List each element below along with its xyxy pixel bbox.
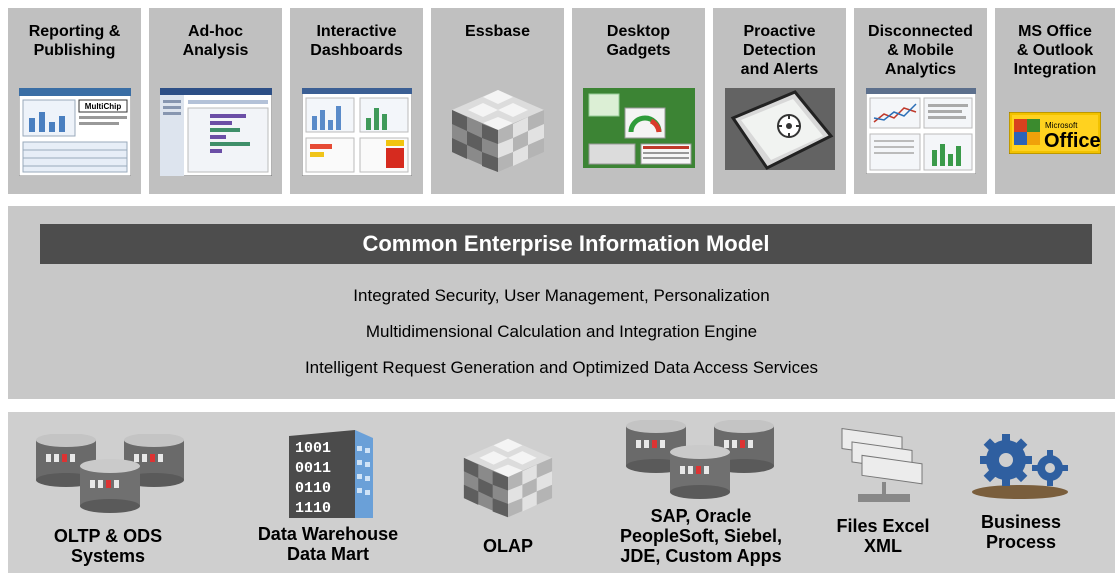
tile-label: MS Office & Outlook Integration [1013, 23, 1097, 78]
building-icon: 1001 0011 0110 1110 [289, 430, 373, 518]
report-logo-text: MultiChip [84, 102, 121, 111]
database-cluster-icon [36, 434, 184, 513]
service-line: Integrated Security, User Management, Pe… [353, 286, 770, 305]
tile-ms-office-outlook: MS Office & Outlook Integration Microsof… [995, 8, 1115, 194]
cube-icon [463, 438, 553, 518]
tile-label: Proactive Detection and Alerts [740, 23, 819, 78]
binary-row: 0110 [295, 480, 331, 497]
analysis-screenshot-icon [159, 88, 272, 176]
files-icon [841, 427, 923, 502]
binary-row: 1001 [295, 440, 331, 457]
tile-adhoc-analysis: Ad-hoc Analysis [149, 8, 282, 194]
cube-icon [451, 90, 544, 172]
tile-label: Desktop Gadgets [606, 23, 671, 59]
tile-label: Disconnected & Mobile Analytics [868, 23, 973, 78]
source-oltp-ods: OLTP & ODS Systems [28, 412, 188, 573]
tile-essbase: Essbase [431, 8, 564, 194]
gears-icon [972, 434, 1068, 499]
service-line: Multidimensional Calculation and Integra… [365, 322, 758, 341]
source-label: OLAP [482, 536, 533, 556]
data-sources-panel: OLTP & ODS Systems 1001 0011 0110 1110 D… [8, 412, 1115, 573]
tile-interactive-dashboards: Interactive Dashboards [290, 8, 423, 194]
source-label: SAP, Oracle PeopleSoft, Siebel, JDE, Cus… [619, 506, 783, 566]
pda-photo-icon [724, 88, 835, 170]
tile-label: Interactive Dashboards [310, 23, 403, 59]
source-label: OLTP & ODS Systems [53, 526, 163, 566]
source-olap: OLAP [448, 412, 568, 573]
binary-row: 0011 [295, 460, 331, 477]
tile-disconnected-mobile-analytics: Disconnected & Mobile Analytics [854, 8, 987, 194]
capabilities-row: Reporting & Publishing MultiChip Ad-hoc … [8, 8, 1115, 194]
dashboard-screenshot-icon [301, 88, 412, 176]
source-files: Files Excel XML [818, 412, 948, 573]
source-label: Data Warehouse Data Mart [257, 524, 399, 564]
source-label: Files Excel XML [836, 516, 930, 556]
gadget-screenshot-icon [582, 88, 695, 168]
mobile-screenshot-icon [865, 88, 976, 174]
office-logo-small-text: Microsoft [1045, 121, 1078, 130]
report-screenshot-icon: MultiChip [18, 88, 131, 176]
office-logo-icon: Microsoft Office [1009, 112, 1101, 154]
tile-label: Essbase [465, 23, 530, 40]
tile-desktop-gadgets: Desktop Gadgets [572, 8, 705, 194]
tile-label: Reporting & Publishing [28, 23, 121, 59]
model-title: Common Enterprise Information Model [40, 224, 1092, 264]
service-line: Intelligent Request Generation and Optim… [304, 358, 819, 377]
source-enterprise-apps: SAP, Oracle PeopleSoft, Siebel, JDE, Cus… [606, 412, 796, 573]
source-data-warehouse: 1001 0011 0110 1110 Data Warehouse Data … [243, 412, 413, 573]
tile-reporting-publishing: Reporting & Publishing MultiChip [8, 8, 141, 194]
tile-proactive-detection-alerts: Proactive Detection and Alerts [713, 8, 846, 194]
source-label: Business Process [980, 512, 1062, 552]
binary-row: 1110 [295, 500, 331, 517]
office-logo-big-text: Office [1044, 130, 1101, 152]
information-model-panel: Common Enterprise Information Model Inte… [8, 206, 1115, 399]
source-business-process: Business Process [956, 412, 1086, 573]
tile-label: Ad-hoc Analysis [182, 23, 249, 59]
database-cluster-icon [626, 420, 774, 499]
